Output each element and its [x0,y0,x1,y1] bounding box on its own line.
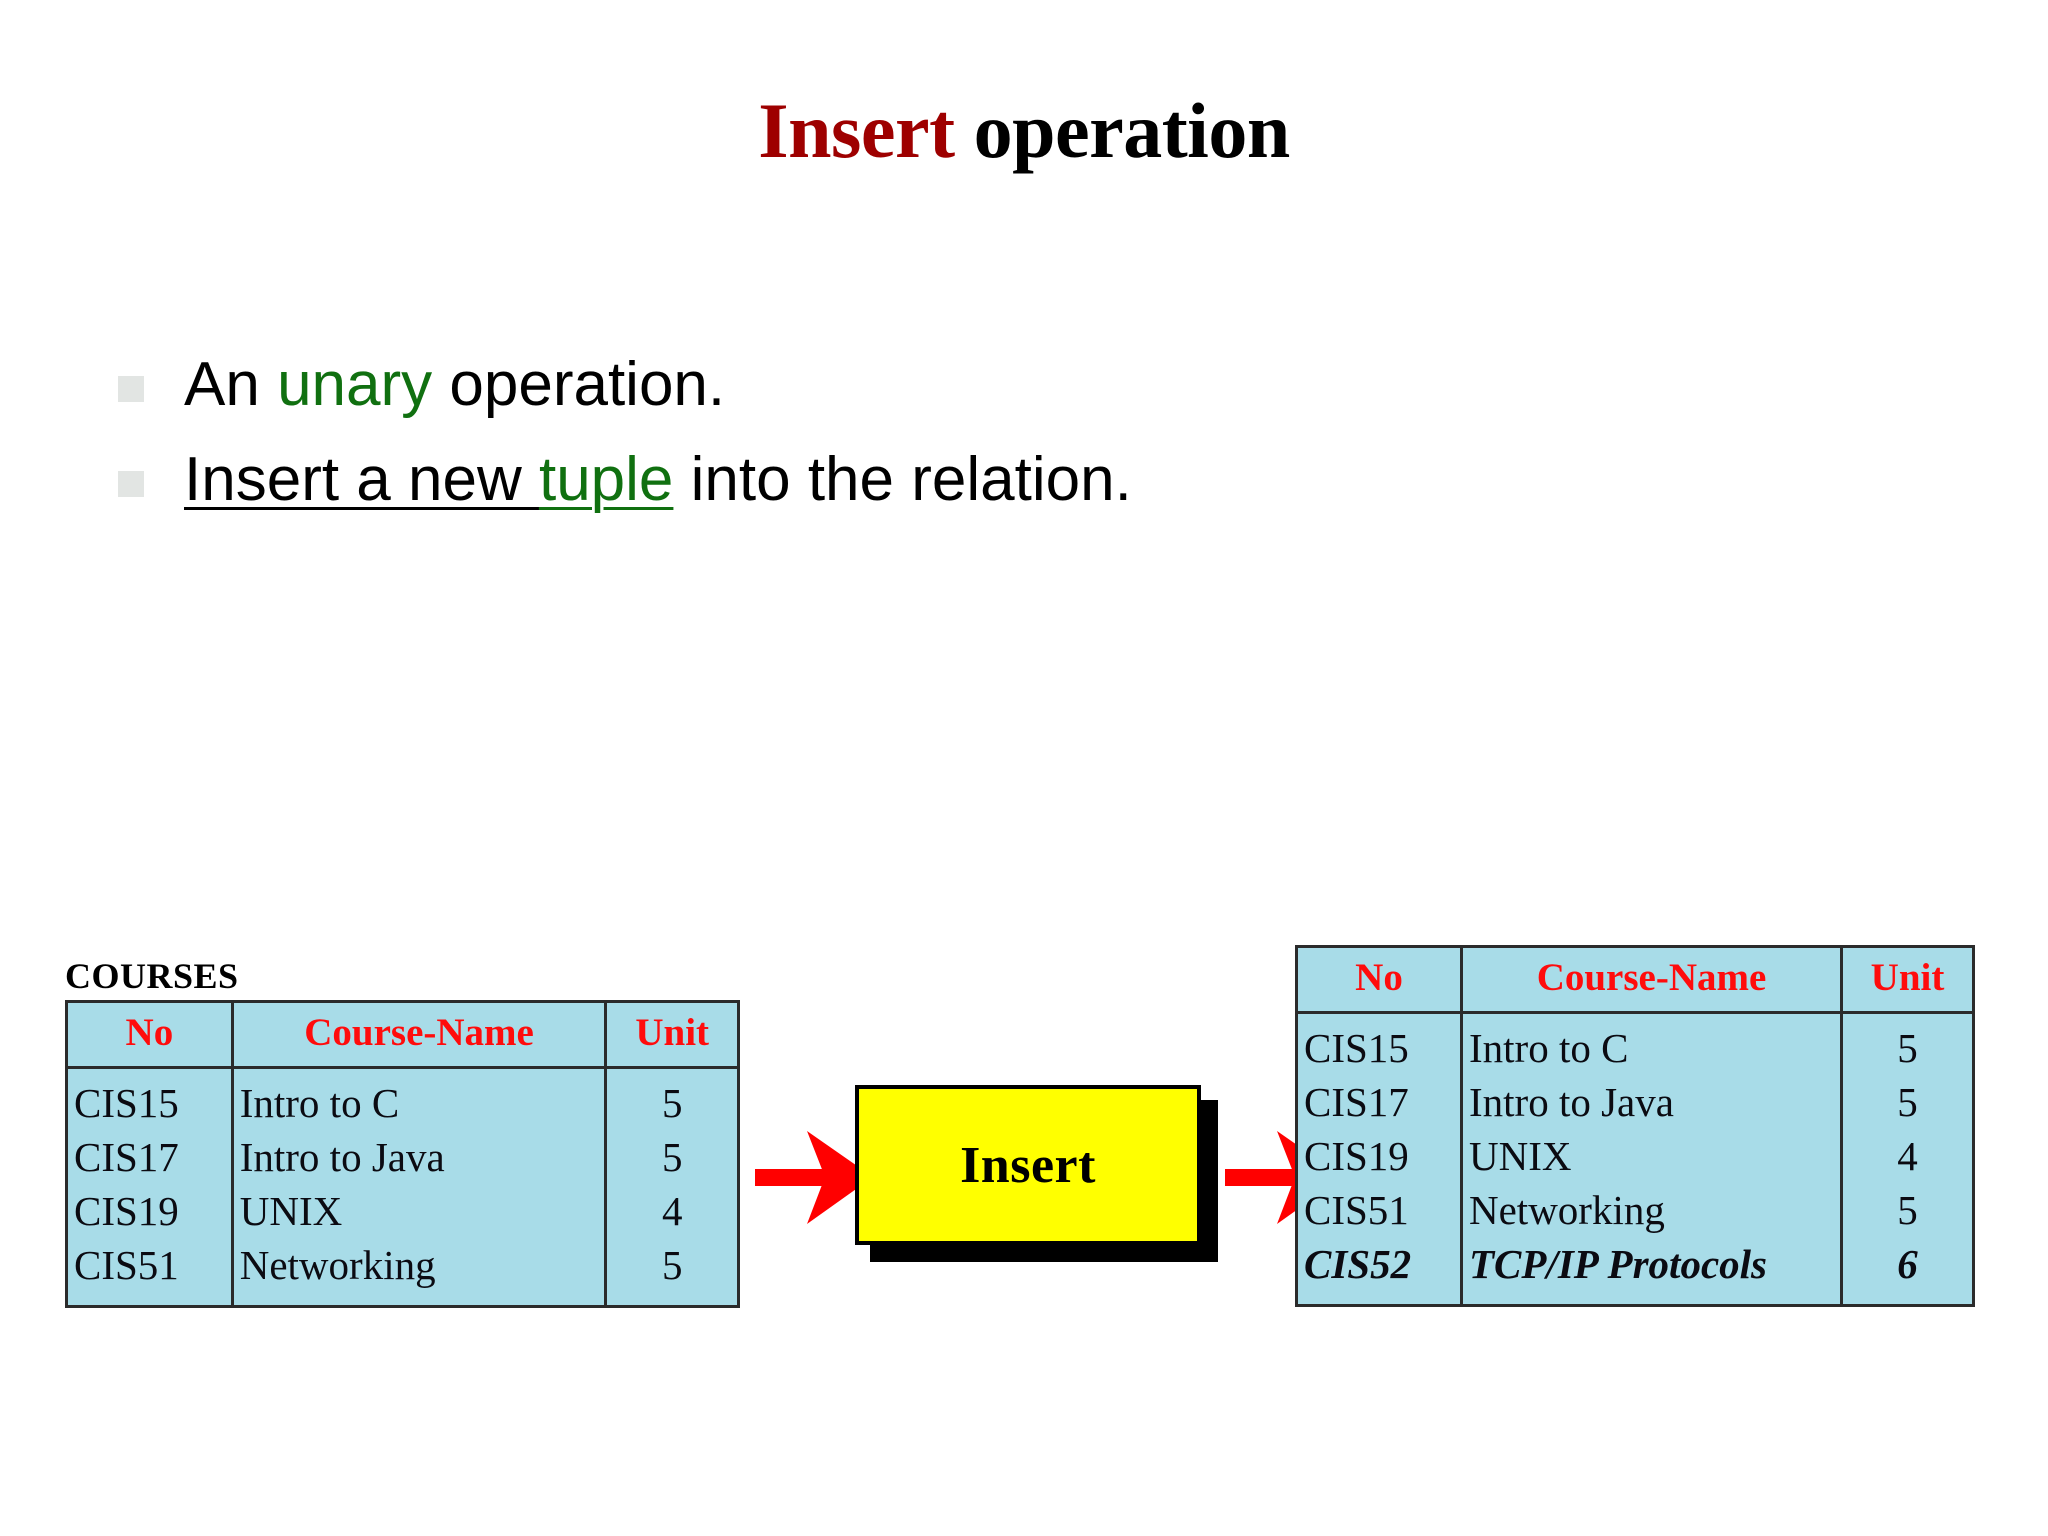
table-row: CIS15 Intro to C 5 [66,1067,739,1133]
column-header-unit: Unit [1841,946,1974,1014]
cell-name: Intro to Java [232,1132,608,1187]
square-bullet-icon [118,376,144,402]
list-item: An unary operation. [118,348,1618,421]
bullet-2-seg-3: into the relation. [673,445,1132,515]
table-row: CIS15 Intro to C 5 [1296,1012,1974,1078]
bullet-1-seg-3: operation. [432,350,726,419]
cell-unit: 5 [1841,1012,1974,1078]
cell-unit: 6 [1841,1239,1974,1306]
cell-no: CIS17 [66,1132,234,1187]
table-row-inserted: CIS52 TCP/IP Protocols 6 [1296,1239,1974,1306]
table-header-row: No Course-Name Unit [1296,946,1974,1014]
cell-name: Intro to Java [1461,1077,1843,1132]
arrow-right-icon [755,1131,873,1224]
table-row: CIS19 UNIX 4 [1296,1131,1974,1186]
cell-unit: 5 [1841,1077,1974,1132]
column-header-course-name: Course-Name [1461,946,1843,1014]
cell-unit: 5 [605,1132,739,1187]
cell-name: TCP/IP Protocols [1461,1239,1843,1306]
bullet-text: An unary operation. [184,348,725,421]
list-item: Insert a new tuple into the relation. [118,443,1618,516]
cell-name: Networking [232,1240,608,1307]
table-row: CIS17 Intro to Java 5 [66,1132,739,1187]
input-table-caption: COURSES [65,956,239,996]
bullet-list: An unary operation. Insert a new tuple i… [118,348,1618,538]
cell-no: CIS15 [66,1067,234,1133]
cell-name: Intro to C [232,1067,608,1133]
cell-name: Networking [1461,1185,1843,1240]
cell-unit: 5 [605,1067,739,1133]
page-title-accent: Insert [758,87,955,174]
cell-unit: 5 [605,1240,739,1307]
column-header-no: No [66,1001,234,1069]
page-title-rest: operation [954,87,1291,174]
cell-no: CIS19 [66,1186,234,1241]
cell-unit: 4 [605,1186,739,1241]
bullet-text: Insert a new tuple into the relation. [184,443,1132,516]
cell-name: UNIX [232,1186,608,1241]
bullet-2-seg-1: Insert a new [184,445,539,515]
cell-unit: 4 [1841,1131,1974,1186]
table-row: CIS17 Intro to Java 5 [1296,1077,1974,1132]
cell-no: CIS51 [1296,1185,1463,1240]
cell-no: CIS51 [66,1240,234,1307]
square-bullet-icon [118,471,144,498]
bullet-1-seg-1: An [184,350,278,419]
cell-no: CIS15 [1296,1012,1463,1078]
cell-no: CIS17 [1296,1077,1463,1132]
cell-unit: 5 [1841,1185,1974,1240]
input-relation-table: No Course-Name Unit CIS15 Intro to C 5 C… [65,1000,740,1308]
operation-label: Insert [960,1136,1096,1194]
table-row: CIS51 Networking 5 [66,1240,739,1307]
column-header-course-name: Course-Name [232,1001,608,1069]
table-header-row: No Course-Name Unit [66,1001,739,1069]
output-relation-table: No Course-Name Unit CIS15 Intro to C 5 C… [1295,945,1975,1307]
column-header-no: No [1296,946,1463,1014]
bullet-1-keyword: unary [277,350,433,419]
cell-name: UNIX [1461,1131,1843,1186]
cell-name: Intro to C [1461,1012,1843,1078]
table-row: CIS51 Networking 5 [1296,1185,1974,1240]
page-title: Insert operation [0,88,2048,174]
insert-operation-box[interactable]: Insert [855,1085,1201,1245]
column-header-unit: Unit [605,1001,739,1069]
bullet-2-keyword: tuple [538,445,674,515]
cell-no: CIS52 [1296,1239,1463,1306]
cell-no: CIS19 [1296,1131,1463,1186]
table-row: CIS19 UNIX 4 [66,1186,739,1241]
